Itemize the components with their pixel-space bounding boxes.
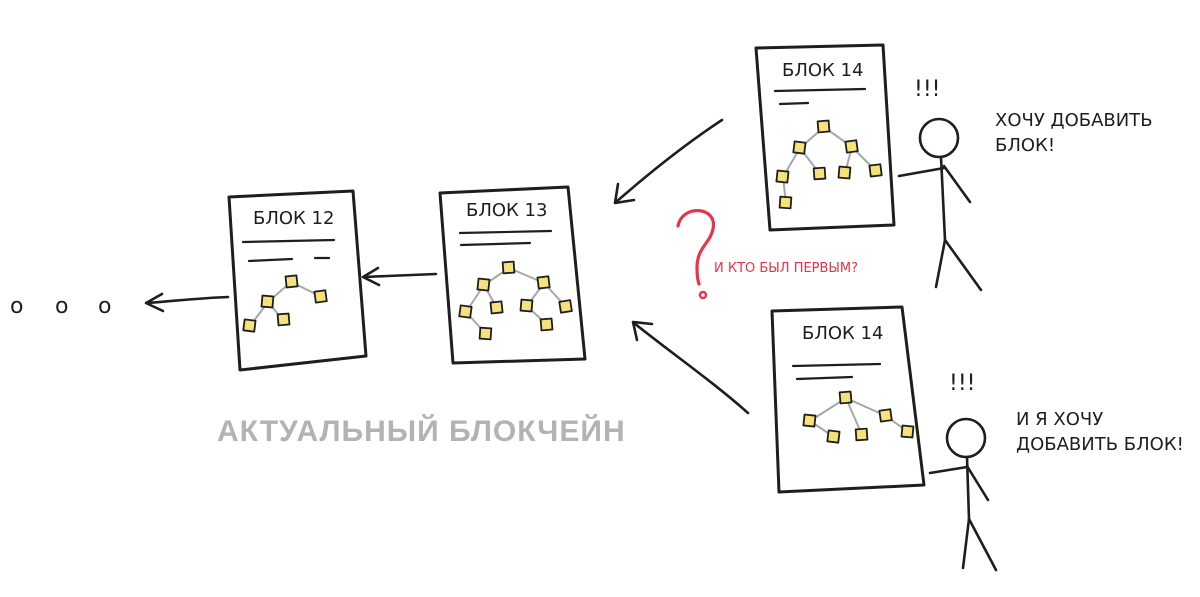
arrow-head-icon: [631, 320, 654, 342]
transaction-icon: [519, 298, 534, 313]
transaction-icon: [501, 260, 516, 275]
block-13: БЛОК 13: [438, 185, 587, 365]
who-was-first-question: И КТО БЫЛ ПЕРВЫМ?: [676, 209, 858, 300]
transaction-icon: [313, 289, 328, 304]
block-12: БЛОК 12: [227, 189, 368, 372]
miner-bottom-speech-line-2: ДОБАВИТЬ БЛОК!: [1016, 434, 1184, 455]
transaction-icon: [458, 304, 473, 319]
block-13-rule-2: [459, 241, 532, 247]
miner-top: !!! ХОЧУ ДОБАВИТЬ БЛОК!: [897, 77, 1153, 292]
arrow-12-to-chain: [144, 292, 230, 313]
block-14-bottom-rule-1: [791, 362, 882, 368]
arrow-shaft: [362, 272, 438, 279]
arrow-head-icon: [361, 266, 381, 287]
transaction-icon: [260, 294, 275, 309]
chain-ellipsis: o o o: [10, 294, 111, 319]
transaction-icon: [792, 140, 807, 155]
transaction-icon: [900, 424, 915, 439]
transaction-icon: [854, 427, 869, 442]
arrow-head-icon: [144, 292, 165, 313]
transaction-icon: [489, 300, 504, 315]
transaction-icon: [478, 326, 493, 341]
transaction-icon: [276, 312, 291, 327]
block-14-top-rule-2: [778, 101, 810, 106]
transaction-icon: [816, 119, 831, 134]
block-12-rule-1: [241, 238, 336, 244]
transaction-icon: [539, 317, 554, 332]
transaction-icon: [812, 166, 827, 181]
block-13-title: БЛОК 13: [466, 200, 547, 221]
transaction-icon: [558, 299, 573, 314]
block-14-top: БЛОК 14: [754, 43, 896, 232]
arrow-shaft: [145, 295, 230, 305]
question-mark-dot: [698, 290, 708, 300]
transaction-icon: [536, 275, 551, 290]
question-text: И КТО БЫЛ ПЕРВЫМ?: [714, 261, 858, 276]
stick-figure-icon: [928, 417, 998, 572]
block-12-title: БЛОК 12: [253, 208, 334, 229]
miner-bottom-exclamation: !!!: [949, 371, 975, 396]
miner-bottom: !!! И Я ХОЧУ ДОБАВИТЬ БЛОК!: [928, 371, 1184, 572]
block-13-merkle-tree: [458, 260, 573, 341]
arrow-14-bottom-to-13: [631, 320, 750, 415]
miner-top-exclamation: !!!: [914, 77, 940, 102]
arrow-14-top-to-13: [613, 118, 724, 205]
transaction-icon: [826, 429, 841, 444]
question-mark-icon: [676, 209, 715, 286]
block-12-merkle-tree: [242, 274, 328, 333]
transaction-icon: [802, 413, 817, 428]
arrow-head-icon: [613, 182, 636, 205]
ellipsis-dot-3: o: [98, 294, 111, 319]
block-14-bottom: БЛОК 14: [770, 305, 926, 494]
miner-top-speech-line-2: БЛОК!: [995, 135, 1055, 156]
transaction-icon: [778, 195, 793, 210]
transaction-icon: [838, 390, 853, 405]
transaction-icon: [476, 277, 491, 292]
actual-blockchain-caption: АКТУАЛЬНЫЙ БЛОКЧЕЙН: [217, 414, 626, 448]
transaction-icon: [837, 165, 852, 180]
block-14-bottom-merkle-tree: [802, 390, 915, 444]
block-14-top-rule-1: [773, 87, 867, 93]
miner-top-speech-line-1: ХОЧУ ДОБАВИТЬ: [995, 110, 1153, 131]
transaction-icon: [284, 274, 299, 289]
transaction-icon: [775, 169, 790, 184]
arrow-shaft: [614, 118, 724, 204]
block-12-rule-2: [247, 257, 294, 263]
stick-figure-icon: [897, 117, 983, 292]
transaction-icon: [868, 163, 883, 178]
block-13-rule-1: [458, 229, 553, 235]
arrow-13-to-12: [361, 266, 438, 287]
ellipsis-dot-2: o: [55, 294, 68, 319]
ellipsis-dot-1: o: [10, 294, 23, 319]
block-14-top-merkle-tree: [775, 119, 883, 210]
miner-bottom-speech-line-1: И Я ХОЧУ: [1016, 409, 1103, 430]
transaction-icon: [844, 139, 859, 154]
block-14-top-title: БЛОК 14: [782, 60, 863, 81]
block-14-bottom-title: БЛОК 14: [802, 323, 883, 344]
block-14-bottom-rule-2: [795, 375, 854, 381]
arrow-shaft: [632, 321, 750, 415]
transaction-icon: [242, 318, 257, 333]
transaction-icon: [878, 408, 893, 423]
